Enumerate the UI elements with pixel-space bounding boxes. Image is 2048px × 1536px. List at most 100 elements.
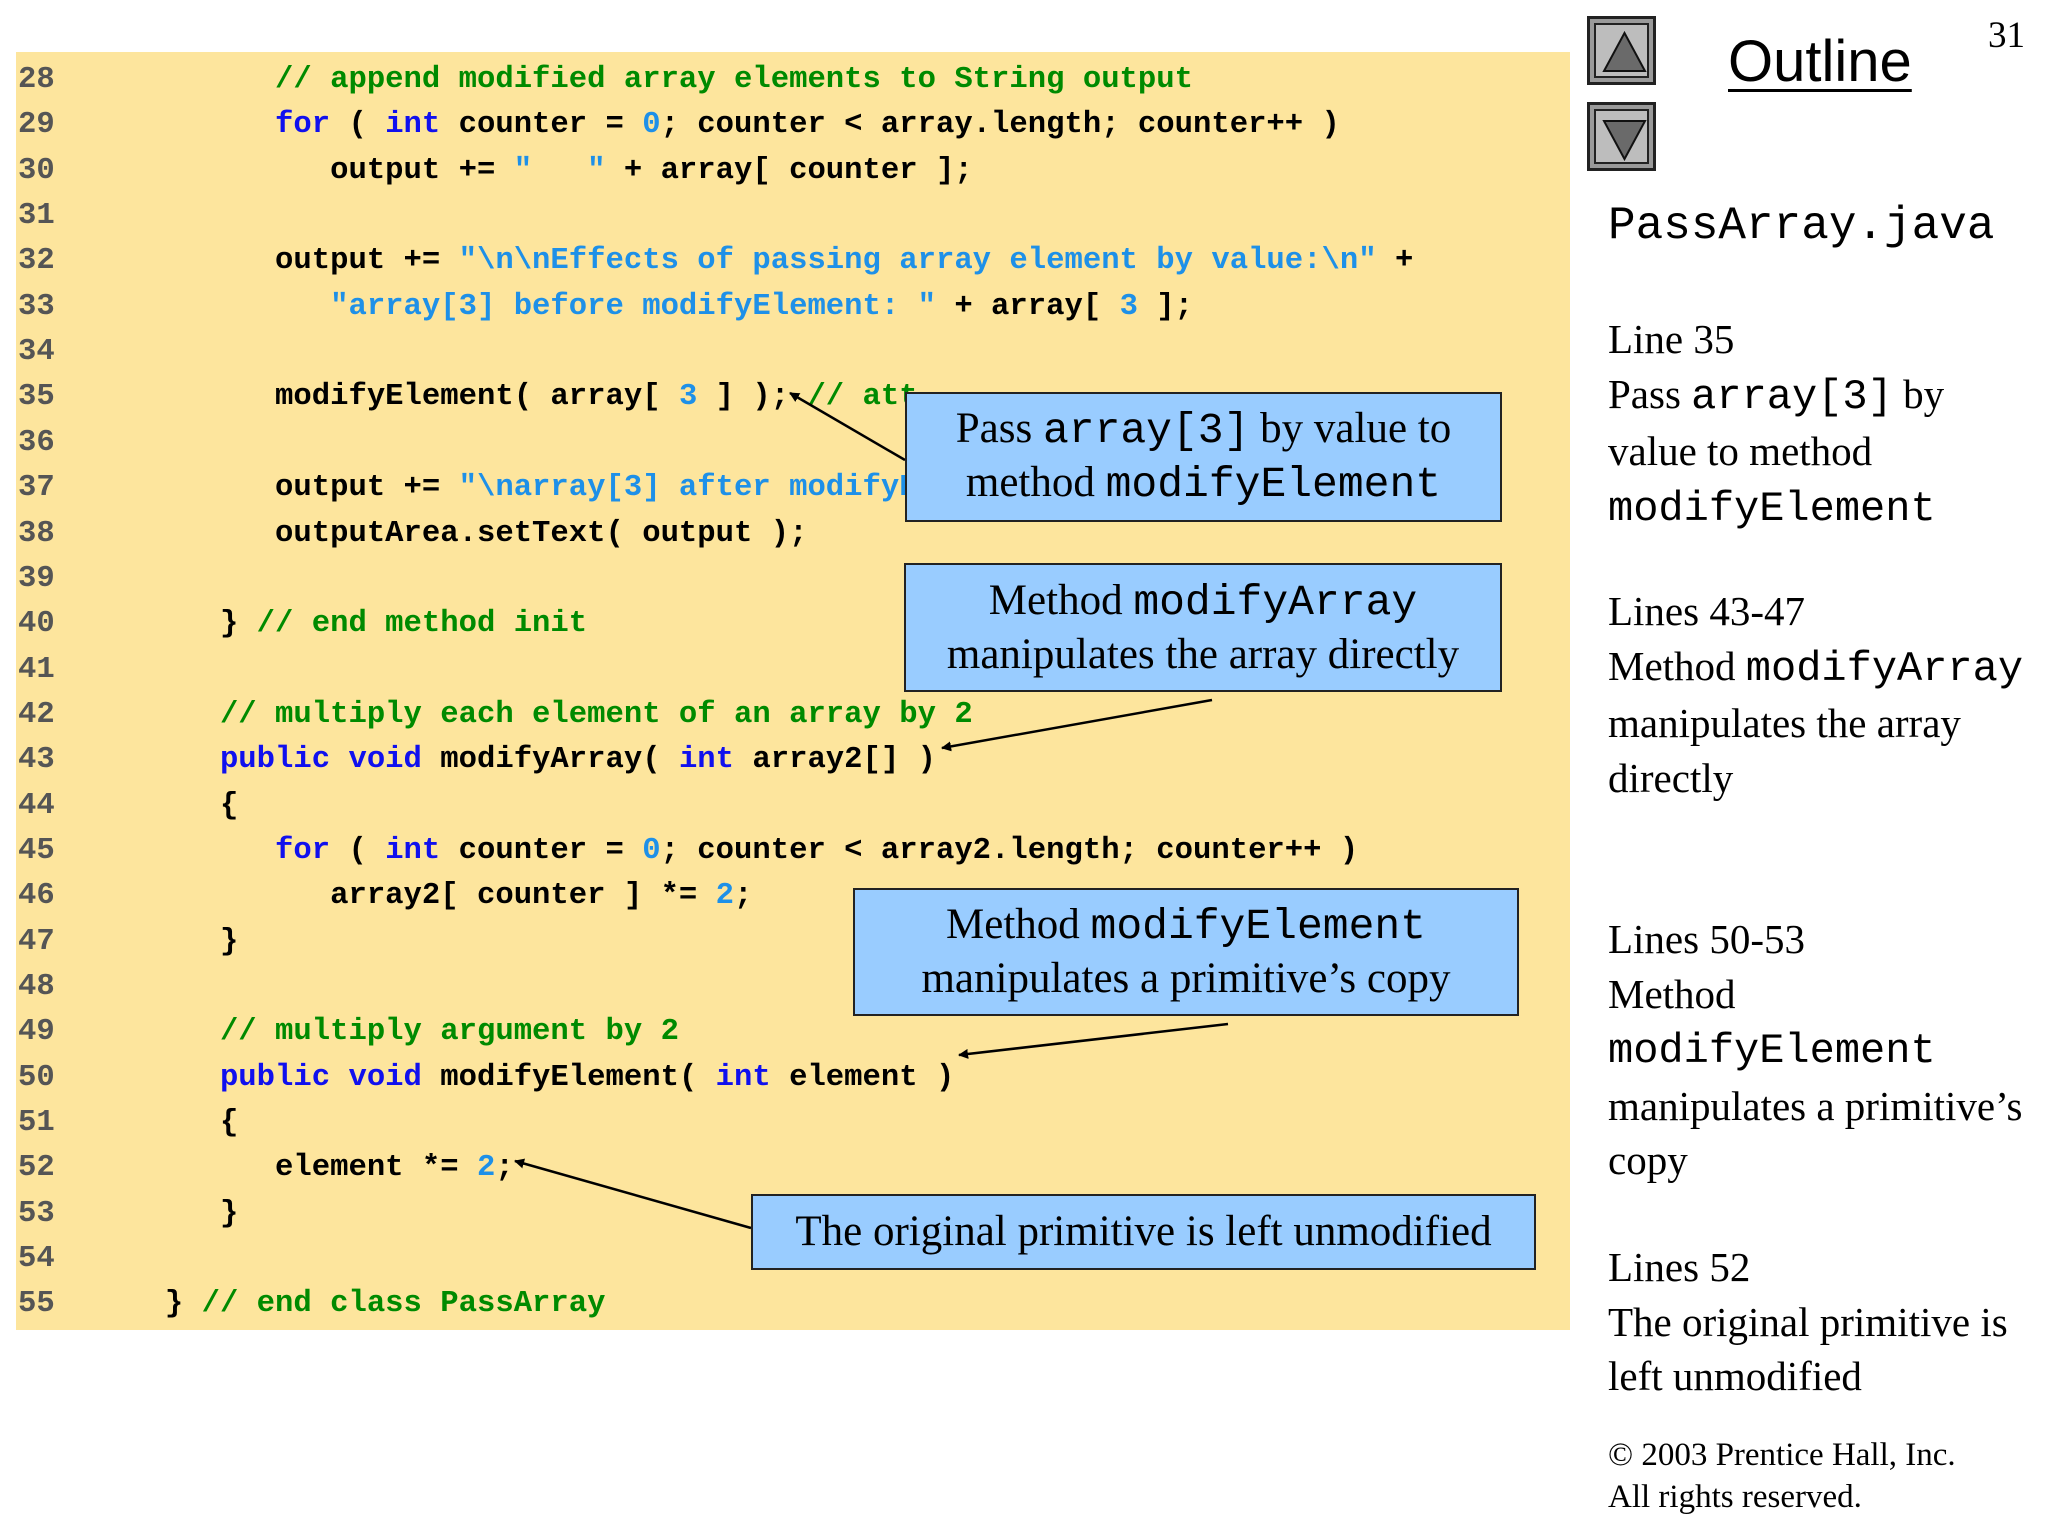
- code-token: (: [330, 108, 386, 143]
- code-line: 45 for ( int counter = 0; counter < arra…: [18, 829, 1358, 874]
- note-body: Method modifyArray manipulates the array…: [1608, 639, 2038, 806]
- copyright: © 2003 Prentice Hall, Inc. All rights re…: [1608, 1434, 1956, 1518]
- note-code: modifyElement: [1608, 1027, 1936, 1075]
- code-token: [55, 290, 330, 324]
- code-line: 33 "array[3] before modifyElement: " + a…: [18, 285, 1193, 330]
- code-token: 2: [476, 1151, 496, 1186]
- code-token: ; counter < array.length; counter++ ): [660, 108, 1340, 143]
- note-code: modifyArray: [1745, 644, 2024, 693]
- code-token: counter =: [440, 108, 643, 143]
- code-line: 34: [18, 330, 55, 375]
- next-slide-button[interactable]: [1587, 102, 1656, 171]
- line-number: 49: [18, 1015, 55, 1050]
- code-token: modifyElement( array[: [54, 380, 679, 415]
- callout-text: Method: [946, 901, 1091, 948]
- code-token: 3: [678, 380, 698, 415]
- code-line: 31: [18, 194, 55, 239]
- line-number: 47: [18, 924, 55, 959]
- note-text: manipulates the array directly: [1608, 700, 1961, 801]
- outline-link[interactable]: Outline: [1728, 29, 1912, 94]
- line-number: 28: [18, 63, 55, 97]
- code-line: 49 // multiply argument by 2: [18, 1010, 679, 1055]
- code-line: 29 for ( int counter = 0; counter < arra…: [18, 103, 1340, 148]
- copyright-line: © 2003 Prentice Hall, Inc.: [1608, 1437, 1956, 1473]
- code-token: "array[3] before modifyElement: ": [330, 289, 936, 324]
- line-number: 34: [18, 335, 55, 370]
- code-token: // append modified array elements to Str…: [275, 63, 1193, 97]
- line-number: 48: [18, 970, 55, 1004]
- code-token: modifyArray(: [421, 743, 679, 778]
- code-token: element *=: [54, 1151, 477, 1186]
- line-number: 42: [18, 697, 55, 732]
- line-number: 43: [18, 743, 55, 778]
- code-token: [55, 1061, 220, 1095]
- code-token: }: [54, 924, 239, 959]
- code-token: [55, 1015, 220, 1049]
- code-token: {: [54, 1106, 239, 1141]
- line-number: 32: [18, 244, 55, 279]
- code-token: output +=: [54, 244, 459, 279]
- code-token: "\n\nEffects of passing array element by…: [458, 244, 1377, 279]
- code-token: output +=: [54, 471, 459, 506]
- note-text: manipulates a primitive’s copy: [1608, 1082, 2023, 1184]
- code-token: [55, 63, 275, 97]
- code-line: 30 output += " " + array[ counter ];: [18, 149, 973, 194]
- callout-text: method: [965, 459, 1106, 506]
- rights-line: All rights reserved.: [1608, 1479, 1862, 1515]
- callout-text: Method: [988, 576, 1134, 624]
- code-token: ];: [1137, 289, 1193, 324]
- note-text: Pass: [1608, 370, 1692, 417]
- callout-code: modifyElement: [1090, 902, 1426, 951]
- note-body: The original primitive is left unmodifie…: [1608, 1295, 2038, 1404]
- line-number: 51: [18, 1106, 55, 1141]
- code-line: 46 array2[ counter ] *= 2;: [18, 874, 752, 919]
- note-heading: Lines 50-53: [1608, 916, 1805, 962]
- code-line: 41: [18, 648, 55, 693]
- callout-modify-array: Method modifyArray manipulates the array…: [904, 563, 1502, 692]
- code-token: [55, 743, 220, 777]
- code-line: 32 output += "\n\nEffects of passing arr…: [18, 239, 1413, 284]
- code-token: // end method init: [256, 607, 588, 642]
- line-number: 55: [18, 1287, 55, 1322]
- code-token: ;: [734, 879, 753, 914]
- code-line: 50 public void modifyElement( int elemen…: [18, 1056, 954, 1101]
- line-number: 39: [18, 561, 55, 596]
- code-token: 0: [642, 108, 661, 143]
- note-heading: Line 35: [1608, 316, 1735, 362]
- code-token: int: [385, 833, 441, 868]
- code-line: 37 output += "\narray[3] after modifyE: [18, 466, 918, 511]
- callout-code: modifyArray: [1133, 577, 1418, 627]
- code-line: 47 }: [18, 920, 238, 965]
- code-token: counter =: [440, 833, 643, 868]
- line-number: 31: [18, 199, 55, 234]
- code-token: ;: [495, 1151, 514, 1186]
- previous-slide-button[interactable]: [1587, 16, 1656, 85]
- code-token: void: [348, 743, 422, 778]
- code-token: [330, 1061, 348, 1095]
- line-number: 36: [18, 425, 55, 460]
- code-token: outputArea.setText( output );: [54, 516, 808, 551]
- line-number: 29: [18, 108, 55, 143]
- callout-text: Pass: [955, 405, 1043, 452]
- code-token: [330, 743, 348, 777]
- code-line: 40 } // end method init: [18, 602, 587, 647]
- line-number: 52: [18, 1151, 55, 1186]
- line-number: 38: [18, 516, 55, 551]
- code-line: 48: [18, 965, 55, 1010]
- code-token: // att: [807, 380, 918, 415]
- note-heading: Lines 43-47: [1608, 588, 1805, 634]
- note-text: Method: [1608, 970, 1736, 1017]
- code-token: for: [275, 833, 331, 868]
- page-number: 31: [1988, 15, 2025, 56]
- code-token: 3: [1119, 289, 1138, 324]
- code-line: 53 }: [18, 1192, 238, 1237]
- note-text: Method: [1608, 642, 1746, 689]
- line-number: 33: [18, 289, 55, 324]
- code-token: public: [219, 743, 331, 778]
- code-line: 44 {: [18, 784, 238, 829]
- code-token: void: [348, 1060, 422, 1095]
- code-token: {: [54, 788, 239, 823]
- code-token: // end class PassArray: [201, 1287, 606, 1322]
